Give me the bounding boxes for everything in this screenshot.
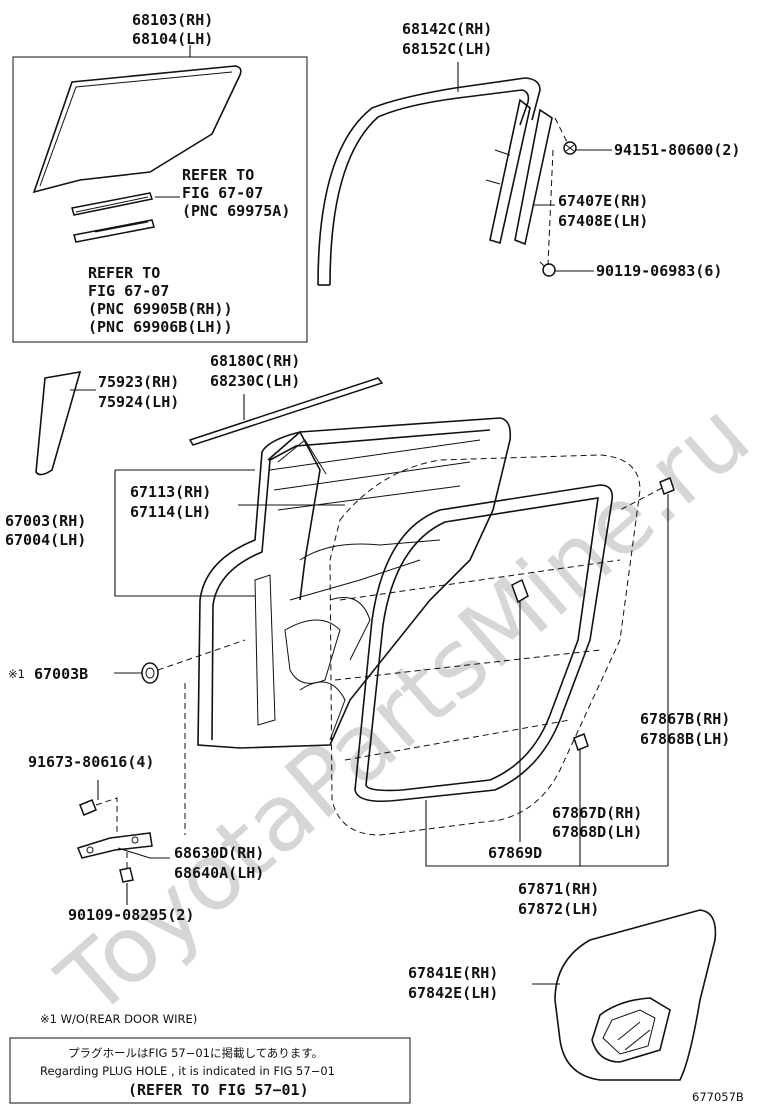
label-hinge-rh: 68630D(RH) bbox=[174, 844, 264, 862]
label-run-lh: 68152C(LH) bbox=[402, 40, 492, 58]
notice-en: Regarding PLUG HOLE , it is indicated in… bbox=[40, 1064, 335, 1078]
service-hole-film bbox=[554, 909, 717, 1081]
hole-plug bbox=[141, 662, 159, 684]
label-belt-lh: 68230C(LH) bbox=[210, 372, 300, 390]
glass-channel-lower bbox=[73, 219, 155, 243]
label-clip: 67869D bbox=[488, 844, 542, 862]
label-glass-lh: 68104(LH) bbox=[132, 30, 213, 48]
figure-id: 677057B bbox=[692, 1090, 744, 1104]
label-seal-lh: 67872(LH) bbox=[518, 900, 599, 918]
label-clip-b-lh: 67868B(LH) bbox=[640, 730, 730, 748]
clip-d-icon bbox=[573, 733, 589, 751]
label-belt-rh: 68180C(RH) bbox=[210, 352, 300, 370]
label-sash-lh: 67408E(LH) bbox=[558, 212, 648, 230]
notice-jp: プラグホールはFIG 57−01に掲載してあります。 bbox=[68, 1046, 323, 1060]
label-refer1-c: (PNC 69975A) bbox=[182, 202, 290, 220]
label-refer2-a: REFER TO bbox=[88, 264, 160, 282]
clip-b-icon bbox=[659, 477, 675, 495]
label-clip-b-rh: 67867B(RH) bbox=[640, 710, 730, 728]
label-bolt: 90119-06983(6) bbox=[596, 262, 722, 280]
footnote: ※1 W/O(REAR DOOR WIRE) bbox=[40, 1012, 197, 1026]
label-film-rh: 67841E(RH) bbox=[408, 964, 498, 982]
glass-run bbox=[317, 77, 541, 286]
label-refer2-c: (PNC 69905B(RH)) bbox=[88, 300, 233, 318]
label-weather-lh: 67114(LH) bbox=[130, 503, 211, 521]
label-weather-rh: 67113(RH) bbox=[130, 483, 211, 501]
label-refer1-a: REFER TO bbox=[182, 166, 254, 184]
label-refer2-d: (PNC 69906B(LH)) bbox=[88, 318, 233, 336]
notice-box bbox=[9, 1037, 411, 1104]
glass-group-box bbox=[12, 56, 308, 343]
label-plug-mark: ※1 bbox=[8, 667, 25, 681]
door-opening-seal bbox=[354, 484, 614, 803]
door-sash bbox=[489, 98, 531, 245]
label-cover-lh: 75924(LH) bbox=[98, 393, 179, 411]
door-weatherstrip bbox=[267, 430, 321, 601]
hinge-bolt-icon bbox=[119, 867, 134, 883]
door-panel bbox=[197, 417, 512, 749]
label-screw: 91673-80616(4) bbox=[28, 753, 154, 771]
label-panel-lh: 67004(LH) bbox=[5, 531, 86, 549]
label-film-lh: 67842E(LH) bbox=[408, 984, 498, 1002]
service-hole-cover-outline bbox=[329, 454, 641, 836]
clip-icon bbox=[511, 578, 529, 604]
label-panel-rh: 67003(RH) bbox=[5, 512, 86, 530]
belt-moulding bbox=[188, 377, 384, 446]
label-refer1-b: FIG 67-07 bbox=[182, 184, 263, 202]
door-hinge bbox=[77, 832, 153, 859]
label-nut: 94151-80600(2) bbox=[614, 141, 740, 159]
label-clip-d-lh: 67868D(LH) bbox=[552, 823, 642, 841]
label-plug: 67003B bbox=[34, 665, 88, 683]
label-sash-rh: 67407E(RH) bbox=[558, 192, 648, 210]
bolt-icon bbox=[542, 263, 556, 277]
label-refer2-b: FIG 67-07 bbox=[88, 282, 169, 300]
door-glass bbox=[32, 65, 242, 194]
label-clip-d-rh: 67867D(RH) bbox=[552, 804, 642, 822]
screw-icon bbox=[79, 799, 97, 816]
label-cover-rh: 75923(RH) bbox=[98, 373, 179, 391]
label-seal-rh: 67871(RH) bbox=[518, 880, 599, 898]
label-hinge-bolt: 90109-08295(2) bbox=[68, 906, 194, 924]
label-hinge-lh: 68640A(LH) bbox=[174, 864, 264, 882]
notice-ref: (REFER TO FIG 57−01) bbox=[128, 1081, 309, 1099]
label-run-rh: 68142C(RH) bbox=[402, 20, 492, 38]
pillar-cover bbox=[35, 370, 82, 476]
label-glass-rh: 68103(RH) bbox=[132, 11, 213, 29]
